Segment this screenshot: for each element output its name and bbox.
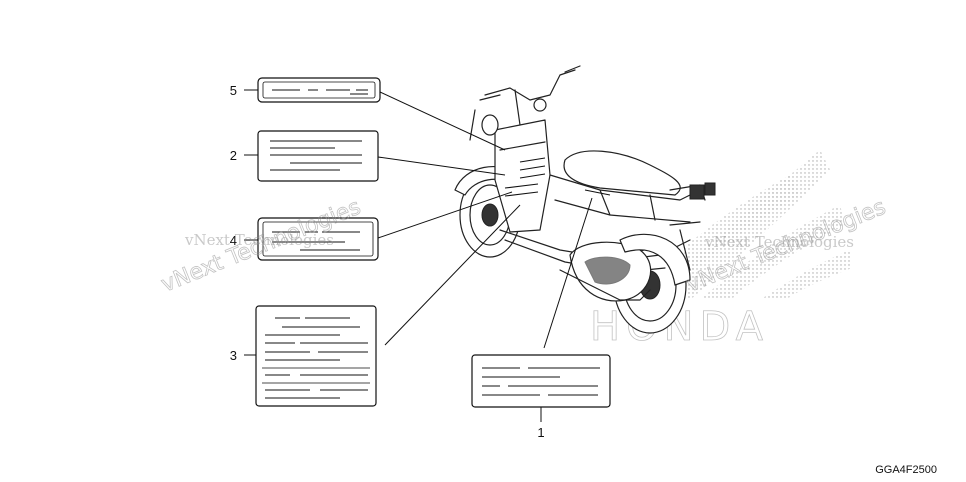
callout-3: 3 bbox=[230, 348, 237, 363]
watermark-text-left: vNext Technologies bbox=[184, 231, 334, 249]
label-1 bbox=[471, 354, 611, 408]
watermark-text-right: vNext Technologies bbox=[704, 233, 854, 251]
label-2 bbox=[257, 130, 379, 182]
label-3 bbox=[255, 305, 377, 407]
callout-1: 1 bbox=[537, 425, 544, 440]
label-4 bbox=[257, 217, 379, 261]
callout-4: 4 bbox=[230, 233, 237, 248]
scooter-illustration bbox=[454, 65, 716, 334]
label-5 bbox=[257, 77, 381, 103]
callout-2: 2 bbox=[230, 148, 237, 163]
leader-lines bbox=[244, 89, 593, 422]
part-code: GGA4F2500 bbox=[875, 464, 937, 476]
callout-5: 5 bbox=[230, 83, 237, 98]
